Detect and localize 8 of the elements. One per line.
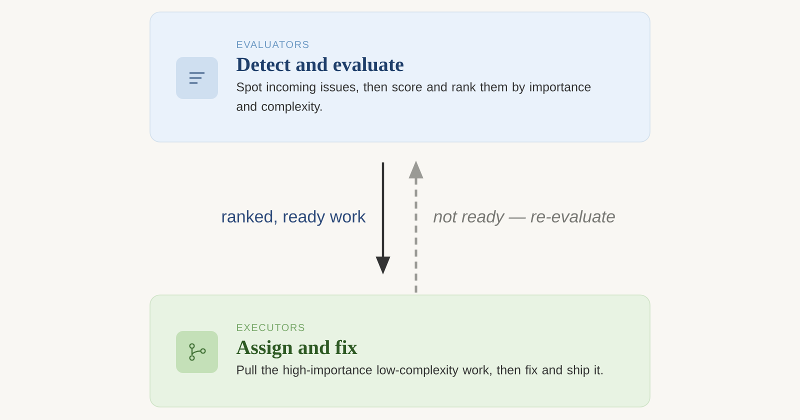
description: Spot incoming issues, then score and rank them by importance and complexity. — [236, 82, 591, 114]
edge-label: ranked, ready work — [219, 208, 368, 228]
category-label: EXECUTORS — [237, 324, 304, 332]
category-label: EVALUATORS — [237, 41, 309, 48]
description: Pull the high-importance low-complexity work, then fix and ship it. — [237, 365, 602, 377]
card-title: Assign and fix — [236, 340, 358, 358]
card-title: Detect and evaluate — [236, 57, 404, 72]
edge-label: not ready — re-evaluate — [431, 208, 618, 228]
